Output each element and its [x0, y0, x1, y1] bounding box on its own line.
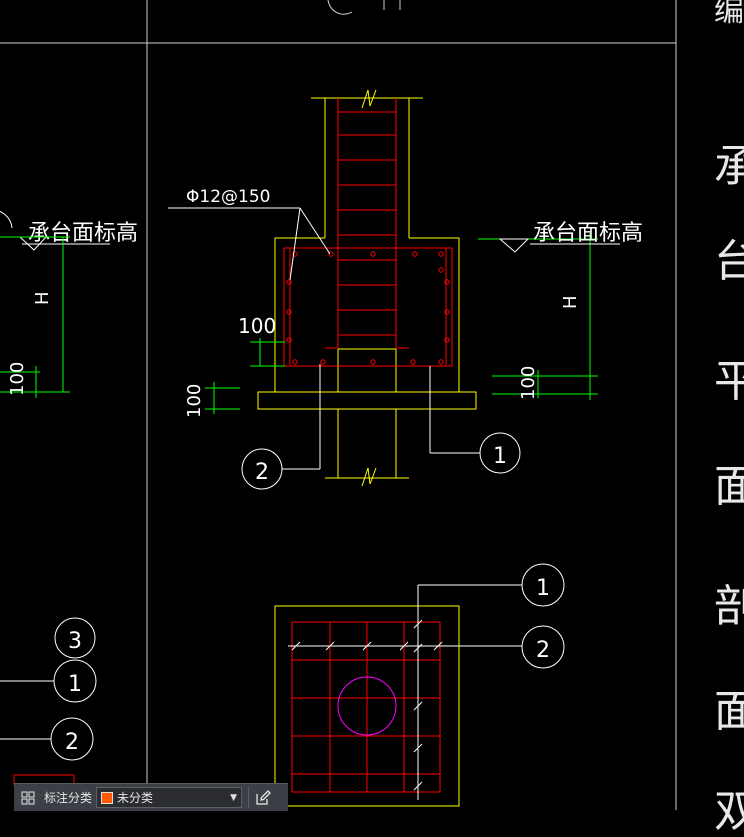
left-elevation-annotation: 承台面标高 H 100 [0, 211, 138, 398]
frame-lines [0, 0, 677, 810]
section-h-label: H [560, 295, 581, 309]
section-labels: Φ12@150 100 100 承台面标高 H 100 2 1 [184, 187, 643, 485]
plan-callout-1: 1 [536, 576, 550, 601]
side-text-4: 面 [714, 461, 744, 512]
section-dim-100-c: 100 [518, 366, 539, 400]
annotation-category-label: 标注分类 [44, 791, 93, 805]
side-text-5: 剖 [714, 581, 744, 632]
side-text-3: 平 [714, 356, 744, 407]
left-callout-3: 3 [68, 629, 82, 654]
plan-callout-2: 2 [536, 638, 550, 663]
section-elevation-label: 承台面标高 [533, 221, 643, 246]
section-view [168, 89, 620, 490]
annotation-toolbar: 标注分类 未分类 ▼ [14, 783, 288, 811]
left-h-label: H [32, 291, 53, 305]
edit-button[interactable] [249, 784, 277, 811]
left-callout-labels: 3 1 2 [65, 629, 82, 755]
section-dim-100-a: 100 [238, 314, 276, 338]
side-text-2: 台 [714, 236, 744, 287]
left-callout-2: 2 [65, 730, 79, 755]
side-text-1: 承 [714, 141, 744, 192]
edit-icon [256, 789, 271, 805]
left-elevation-label: 承台面标高 [28, 221, 138, 246]
left-dim-100: 100 [7, 362, 28, 396]
chevron-down-icon: ▼ [230, 792, 238, 803]
section-dim-100-b: 100 [184, 384, 205, 418]
side-text-6: 面 [714, 686, 744, 737]
cad-drawing-canvas[interactable]: 承台面标高 H 100 [0, 0, 744, 810]
plan-view [274, 563, 565, 807]
left-callout-1: 1 [68, 672, 82, 697]
category-color-swatch [101, 791, 114, 804]
side-text-7: 双 [714, 786, 744, 837]
side-text-0: 编 [714, 0, 744, 29]
category-select-value: 未分类 [117, 791, 154, 805]
category-select[interactable]: 未分类 ▼ [96, 787, 243, 808]
grid-icon-button[interactable] [14, 784, 42, 811]
rebar-spec-label: Φ12@150 [186, 187, 270, 207]
plan-labels: 1 2 [536, 576, 550, 663]
section-callout-2: 2 [255, 460, 269, 485]
left-callouts [0, 617, 97, 786]
toolbar-divider [248, 787, 250, 808]
grid-icon [21, 791, 35, 804]
section-callout-1: 1 [493, 444, 507, 469]
